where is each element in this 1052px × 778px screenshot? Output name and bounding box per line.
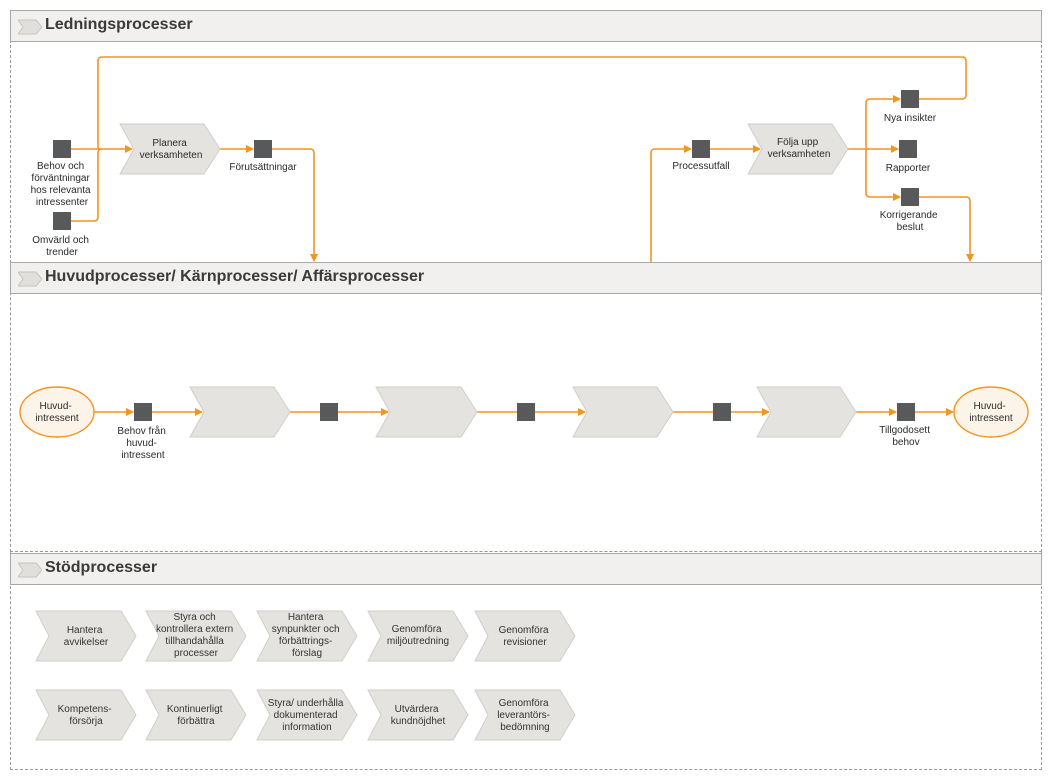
node-huvud-3 <box>517 403 535 421</box>
chevron-stod-styra-kontrollera <box>145 610 247 662</box>
ledning-connectors <box>71 56 974 262</box>
label-omvarld: Omvärld och trender <box>32 235 91 258</box>
label-stod-kundnojdhet: Utvärdera kundnöjdhet <box>391 704 446 727</box>
chevron-huvud-1 <box>189 386 291 438</box>
chevron-folja-upp <box>747 123 849 175</box>
label-nya-insikter: Nya insikter <box>884 113 937 124</box>
stod-row-2: Kompetens- försörja Kontinuerligt förbät… <box>35 689 576 741</box>
label-korrigerande: Korrigerande beslut <box>880 210 941 233</box>
label-forutsattningar: Förutsättningar <box>229 162 297 173</box>
chevron-huvud-4 <box>756 386 857 438</box>
node-rapporter <box>899 140 917 158</box>
oval-huvud-start <box>19 386 95 438</box>
label-rapporter: Rapporter <box>886 163 931 174</box>
arrow-forutsattningar-down <box>272 148 318 262</box>
stod-header: Stödprocesser <box>10 553 1042 585</box>
label-stod-styra-kontrollera: Styra och kontrollera extern tillhandahå… <box>156 612 236 659</box>
chevron-huvud-3 <box>572 386 674 438</box>
node-behov <box>53 140 71 158</box>
label-processutfall: Processutfall <box>672 161 729 172</box>
label-tillgodosett: Tillgodosett behov <box>879 425 933 448</box>
chevron-stod-styra-underhalla <box>256 689 358 741</box>
label-stod-styra-underhalla: Styra/ underhålla dokumenterad informati… <box>268 697 346 733</box>
arrow-to-nya-insikter <box>865 95 901 149</box>
loop-nya-insikter <box>97 56 967 149</box>
chevron-stod-hantera-synpunkter <box>256 610 358 662</box>
node-korrigerande <box>901 188 919 206</box>
node-behov-fran <box>134 403 152 421</box>
chevron-stod-leverantor <box>474 689 576 741</box>
arrow-up-processutfall <box>650 145 692 262</box>
label-stod-hantera-synpunkter: Hantera synpunkter och förbättrings- för… <box>272 612 343 659</box>
node-tillgodosett <box>897 403 915 421</box>
node-nya-insikter <box>901 90 919 108</box>
arrow-omvarld-planera <box>71 148 103 222</box>
tab-marker-icon <box>18 19 42 35</box>
label-stod-miljoutredning: Genomföra miljöutredning <box>387 624 449 647</box>
arrow-to-korrigerande <box>865 149 901 201</box>
node-huvud-4 <box>713 403 731 421</box>
tab-marker-icon <box>18 562 42 578</box>
label-stod-kompetens: Kompetens- försörja <box>58 704 115 727</box>
ledning-header: Ledningsprocesser <box>10 10 1042 42</box>
chevron-stod-kontinuerligt <box>145 689 247 741</box>
ledning-title: Ledningsprocesser <box>45 16 193 33</box>
label-huvud-start: Huvud- intressent <box>35 401 79 424</box>
chevron-stod-kundnojdhet <box>367 689 469 741</box>
label-stod-kontinuerligt: Kontinuerligt förbättra <box>167 704 225 727</box>
arrow-korrigerande-down <box>918 196 974 262</box>
label-behov: Behov och förväntningar hos relevanta in… <box>31 161 94 208</box>
huvud-header: Huvudprocesser/ Kärnprocesser/ Affärspro… <box>10 262 1042 294</box>
node-huvud-2 <box>320 403 338 421</box>
chevron-planera <box>119 123 221 175</box>
chevron-stod-hantera-avvikelser <box>35 610 137 662</box>
stod-section <box>10 551 1042 770</box>
node-processutfall <box>692 140 710 158</box>
node-forutsattningar <box>254 140 272 158</box>
tab-marker-icon <box>18 271 42 287</box>
label-stod-revisioner: Genomföra revisioner <box>499 625 552 648</box>
node-omvarld <box>53 212 71 230</box>
stod-title: Stödprocesser <box>45 559 158 576</box>
chevron-stod-revisioner <box>474 610 576 662</box>
chevron-stod-kompetens <box>35 689 137 741</box>
huvud-title: Huvudprocesser/ Kärnprocesser/ Affärspro… <box>45 268 425 285</box>
chevron-stod-miljoutredning <box>367 610 469 662</box>
stod-row-1: Hantera avvikelser Styra och kontrollera… <box>35 610 576 662</box>
label-folja-upp: Följa upp verksamheten <box>768 137 831 160</box>
label-stod-leverantor: Genomföra leverantörs- bedömning <box>497 698 553 733</box>
label-stod-hantera-avvikelser: Hantera avvikelser <box>64 625 109 648</box>
label-huvud-end: Huvud- intressent <box>969 401 1013 424</box>
chevron-huvud-2 <box>375 386 478 438</box>
label-planera: Planera verksamheten <box>140 138 203 161</box>
oval-huvud-end <box>953 386 1029 438</box>
label-behov-fran: Behov från huvud- intressent <box>117 425 168 461</box>
